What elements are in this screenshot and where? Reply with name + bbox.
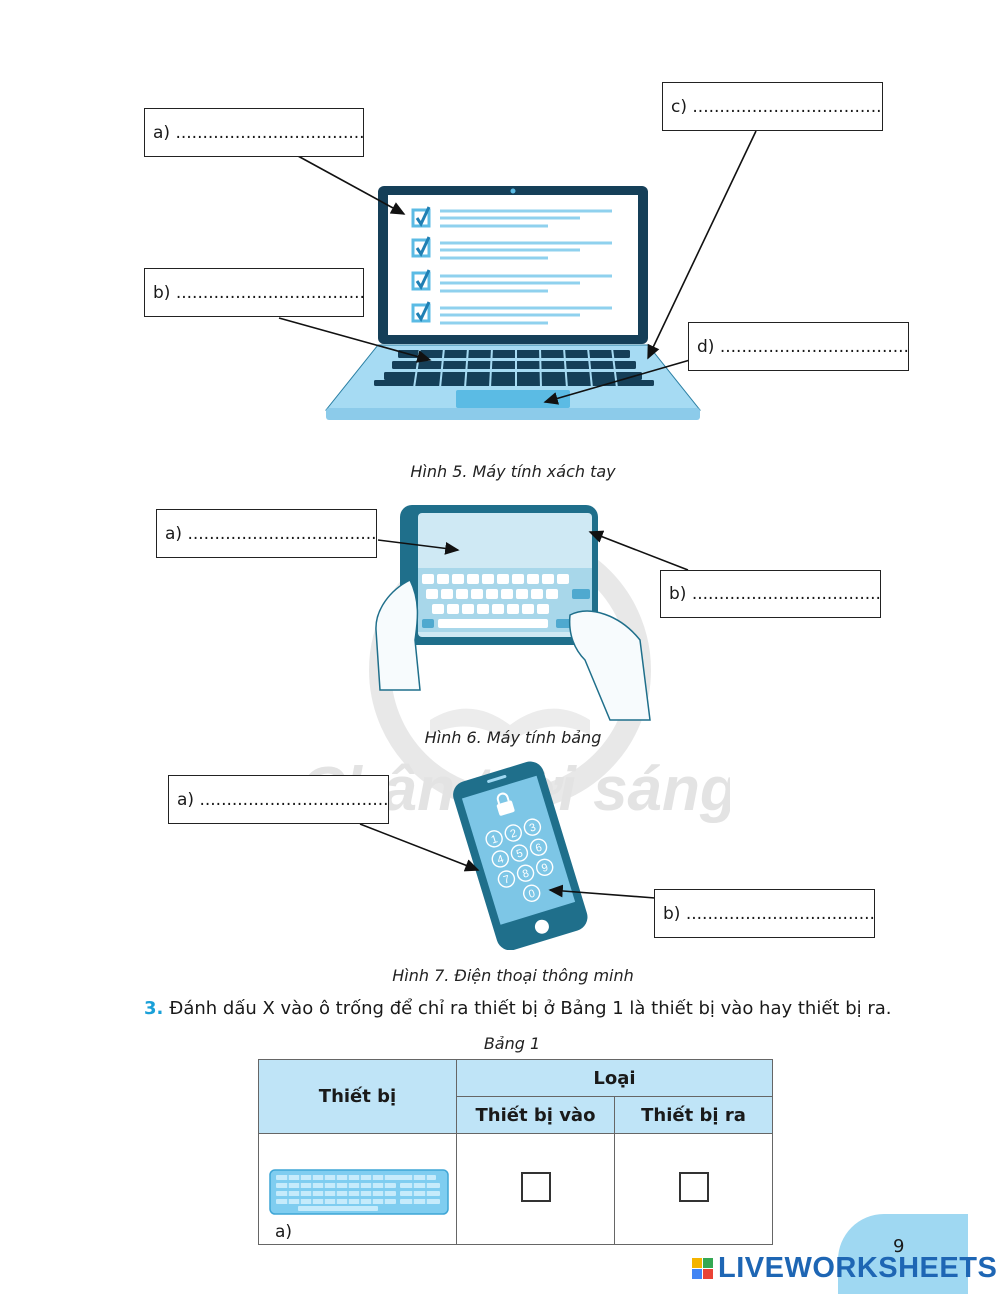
question-text: Đánh dấu X vào ô trống để chỉ ra thiết b… (169, 998, 891, 1019)
col-header-input: Thiết bị vào (457, 1097, 615, 1134)
liveworksheets-logo-icon (692, 1258, 714, 1280)
table-row: a) (259, 1134, 773, 1245)
col-header-output: Thiết bị ra (615, 1097, 773, 1134)
laptop-label-c[interactable]: c) ................................... (662, 82, 883, 131)
laptop-label-a[interactable]: a) ................................... (144, 108, 364, 157)
tablet-label-b[interactable]: b) ................................... (660, 570, 881, 618)
output-checkbox[interactable] (679, 1172, 709, 1202)
figure6-caption: Hình 6. Máy tính bảng (360, 728, 666, 747)
col-header-type: Loại (457, 1060, 773, 1097)
row-label: a) (275, 1222, 292, 1242)
laptop-label-b[interactable]: b) ................................... (144, 268, 364, 317)
figure7-caption: Hình 7. Điện thoại thông minh (340, 966, 686, 985)
device-cell: a) (259, 1134, 457, 1245)
input-checkbox[interactable] (521, 1172, 551, 1202)
table-1: Thiết bị Loại Thiết bị vào Thiết bị ra (258, 1059, 773, 1245)
phone-label-b[interactable]: b) ................................... (654, 889, 875, 938)
keyboard-icon (268, 1166, 450, 1218)
laptop-label-d[interactable]: d) ................................... (688, 322, 909, 371)
figure5-caption: Hình 5. Máy tính xách tay (360, 462, 666, 481)
input-cell (457, 1134, 615, 1245)
tablet-label-a[interactable]: a) ................................... (156, 509, 377, 558)
col-header-device: Thiết bị (259, 1060, 457, 1134)
output-cell (615, 1134, 773, 1245)
question-3: 3. Đánh dấu X vào ô trống để chỉ ra thiết… (144, 998, 892, 1019)
question-number: 3. (144, 998, 163, 1019)
table1-caption: Bảng 1 (412, 1034, 612, 1053)
laptop-illustration (0, 0, 1000, 440)
brand-text[interactable]: LIVEWORKSHEETS (718, 1252, 997, 1285)
phone-label-a[interactable]: a) ................................... (168, 775, 389, 824)
